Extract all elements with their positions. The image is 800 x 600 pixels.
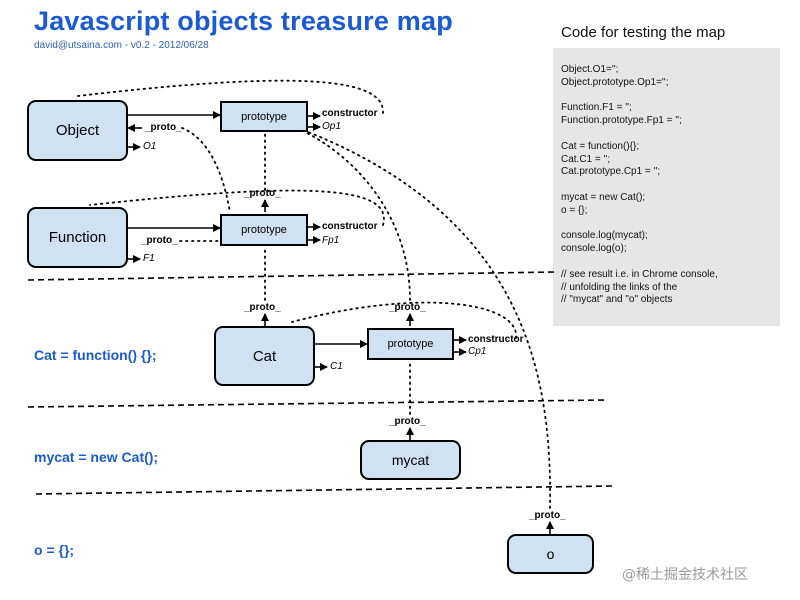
- fp1-label: Fp1: [322, 235, 340, 246]
- mycat-statement: mycat = new Cat();: [34, 449, 159, 465]
- code-line: Cat.C1 = '';: [561, 153, 611, 165]
- constructor-loop-cat: [291, 301, 517, 339]
- function-node: Function: [27, 207, 128, 268]
- cat-statement: Cat = function() {};: [34, 347, 157, 363]
- constructor-loop-function: [89, 189, 385, 226]
- code-panel-title: Code for testing the map: [561, 24, 726, 41]
- o-node: o: [507, 534, 594, 574]
- separator-line: [35, 485, 613, 495]
- code-line: Object.O1='';: [561, 64, 619, 75]
- cat-node: Cat: [214, 326, 315, 386]
- function-prototype-box: prototype: [220, 214, 308, 246]
- code-line: console.log(mycat);: [561, 230, 648, 242]
- separator-line: [27, 399, 606, 408]
- proto-label: _proto_: [529, 510, 566, 521]
- c1-label: C1: [330, 361, 343, 372]
- mycat-node: mycat: [360, 440, 461, 480]
- proto-chain-o: [307, 131, 551, 509]
- code-line: Function.F1 = '';: [561, 102, 632, 114]
- code-line: Function.prototype.Fp1 = '';: [561, 115, 682, 127]
- proto-label: _proto_: [145, 122, 182, 133]
- constructor-label: constructor: [468, 334, 524, 345]
- watermark: @稀土掘金技术社区: [622, 567, 748, 583]
- separator-line: [27, 271, 556, 281]
- proto-link-object: [181, 127, 231, 213]
- cat-prototype-box: prototype: [367, 328, 454, 360]
- f1-label: F1: [143, 253, 155, 264]
- code-line: // unfolding the links of the: [561, 281, 678, 293]
- page-title: Javascript objects treasure map: [34, 6, 453, 36]
- proto-chain-cat-prototype: [304, 131, 411, 301]
- code-line: console.log(o);: [561, 243, 627, 255]
- op1-label: Op1: [322, 121, 341, 132]
- code-line: Cat.prototype.Cp1 = '';: [561, 166, 661, 178]
- constructor-label: constructor: [322, 221, 378, 232]
- cp1-label: Cp1: [468, 346, 487, 357]
- o-statement: o = {};: [34, 542, 75, 558]
- code-line: Object.prototype.Op1='';: [561, 76, 669, 88]
- object-prototype-box: prototype: [220, 101, 308, 132]
- author-line: david@utsaina.com - v0.2 - 2012/06/28: [34, 40, 209, 51]
- constructor-label: constructor: [322, 108, 378, 119]
- proto-label: _proto_: [389, 302, 426, 313]
- object-node: Object: [27, 100, 128, 161]
- code-panel: [553, 48, 780, 326]
- o1-label: O1: [143, 141, 157, 152]
- code-line: Cat = function(){};: [561, 140, 640, 152]
- proto-label: _proto_: [141, 235, 178, 246]
- code-line: o = {};: [561, 204, 588, 216]
- code-line: // "mycat" and "o" objects: [561, 294, 673, 306]
- proto-label: _proto_: [389, 416, 426, 427]
- constructor-loop-object: [77, 79, 384, 114]
- proto-label: _proto_: [244, 188, 281, 199]
- proto-label: _proto_: [244, 302, 281, 313]
- code-line: mycat = new Cat();: [561, 192, 646, 203]
- code-line: // see result i.e. in Chrome console,: [561, 268, 718, 280]
